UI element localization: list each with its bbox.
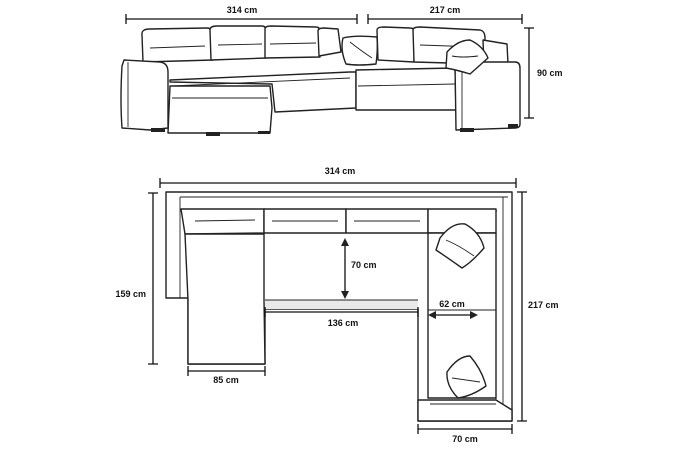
seat-depth-label: 70 cm [351, 260, 377, 270]
top-width-label: 314 cm [325, 166, 356, 176]
inner-arm-gap-label: 62 cm [439, 299, 465, 309]
inner-width-label: 136 cm [328, 318, 359, 328]
front-height-label: 90 cm [537, 68, 563, 78]
front-width-left-label: 314 cm [227, 5, 258, 15]
front-width-right-label: 217 cm [430, 5, 461, 15]
chaise-width-label: 85 cm [213, 375, 239, 385]
top-right-depth-label: 217 cm [528, 300, 559, 310]
right-leg-width-label: 70 cm [452, 434, 478, 444]
sofa-front-view [120, 14, 534, 136]
sofa-top-view [148, 178, 527, 434]
top-left-depth-label: 159 cm [115, 289, 146, 299]
